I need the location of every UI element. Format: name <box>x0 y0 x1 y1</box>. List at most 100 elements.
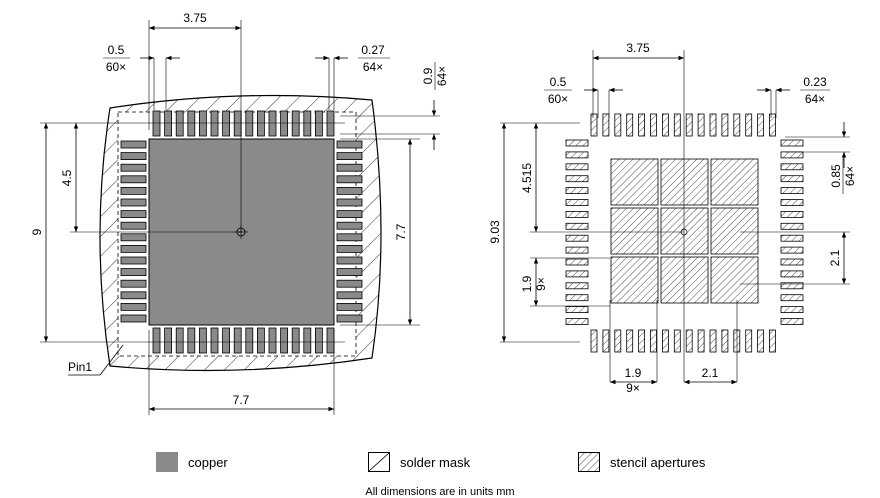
copper-pad <box>291 110 300 137</box>
stencil-pad <box>614 329 622 353</box>
copper-pad <box>336 302 363 311</box>
legend-stencil-swatch <box>578 452 600 472</box>
copper-pad <box>303 327 312 354</box>
r-dim-ap-pitch-count-label: 9× <box>534 277 548 291</box>
copper-pad <box>187 110 196 137</box>
dim-pad-width-label: 7.7 <box>233 393 250 407</box>
stencil-pad <box>638 113 645 137</box>
r-dim-top-span-label: 3.75 <box>626 41 650 55</box>
legend-copper-swatch <box>156 452 178 472</box>
copper-pad <box>336 198 363 207</box>
copper-pad <box>120 198 147 207</box>
stencil-aperture <box>660 207 709 255</box>
stencil-pad <box>745 113 753 137</box>
stencil-pad <box>721 329 729 353</box>
r-dim-width-count-label: 64× <box>805 92 825 106</box>
stencil-pad <box>650 329 657 353</box>
copper-pad <box>120 314 147 323</box>
copper-pad <box>336 163 363 172</box>
stencil-pad <box>590 113 598 137</box>
stencil-pad <box>780 163 804 171</box>
stencil-pad <box>673 113 681 137</box>
stencil-pad <box>614 113 622 137</box>
copper-pad <box>336 175 363 184</box>
legend-solder-mask-swatch <box>368 452 390 472</box>
stencil-pad <box>565 306 589 314</box>
copper-pad <box>120 291 147 300</box>
r-dim-length-label: 0.85 <box>829 164 843 188</box>
stencil-pad <box>780 175 804 183</box>
dim-length-label: 0.9 <box>421 67 435 84</box>
stencil-pad <box>565 187 589 195</box>
stencil-aperture <box>610 256 659 304</box>
copper-pad <box>175 110 184 137</box>
stencil-pad <box>780 210 804 218</box>
stencil-aperture <box>660 256 709 304</box>
copper-pad <box>175 327 184 354</box>
footnote: All dimensions are in units mm <box>365 486 515 498</box>
copper-pad <box>336 279 363 288</box>
copper-pad <box>291 327 300 354</box>
stencil-pad <box>565 163 589 171</box>
dim-pitch-label: 0.5 <box>108 43 125 57</box>
copper-pad <box>336 186 363 195</box>
stencil-pad <box>565 294 589 302</box>
copper-pad <box>336 268 363 277</box>
copper-pad <box>120 279 147 288</box>
copper-pad <box>120 244 147 253</box>
copper-pad <box>336 140 363 149</box>
stencil-aperture <box>710 256 759 304</box>
stencil-pad <box>769 113 776 137</box>
stencil-pad <box>697 329 705 353</box>
stencil-pad <box>565 151 589 159</box>
legend-copper-label: copper <box>188 454 228 470</box>
r-dim-length-count-label: 64× <box>843 166 857 186</box>
copper-pad <box>120 256 147 265</box>
copper-pad <box>336 244 363 253</box>
r-dim-bottom-ap-label: 2.1 <box>702 366 719 380</box>
stencil-pad <box>780 306 804 314</box>
stencil-pad <box>780 222 804 230</box>
copper-pad <box>280 110 289 137</box>
stencil-pad <box>780 199 804 206</box>
r-dim-full-height-label: 9.03 <box>488 220 502 244</box>
stencil-aperture <box>710 207 759 255</box>
r-dim-pitch-label: 0.5 <box>550 75 567 89</box>
copper-pad <box>210 110 219 137</box>
copper-pad <box>164 327 173 354</box>
stencil-pad <box>780 318 804 325</box>
stencil-pad <box>721 113 729 137</box>
copper-pad <box>152 110 161 137</box>
copper-pad <box>120 302 147 311</box>
stencil-pad <box>565 270 589 278</box>
r-dim-bottom-pitch-label: 1.9 <box>625 366 642 380</box>
r-dim-bottom-pitch-count-label: 9× <box>626 381 640 395</box>
copper-pad <box>336 221 363 230</box>
stencil-pad <box>565 246 589 254</box>
dim-length-count-label: 64× <box>435 66 449 86</box>
r-dim-half-height-label: 4.515 <box>520 163 534 193</box>
dim-pad-height-label: 7.7 <box>394 223 408 240</box>
stencil-pad <box>602 113 610 137</box>
stencil-pad <box>565 199 589 206</box>
stencil-pad <box>638 329 645 353</box>
copper-pad <box>268 327 277 354</box>
copper-pad <box>280 327 289 354</box>
copper-pad <box>336 233 363 242</box>
stencil-pad <box>662 113 669 137</box>
copper-pad <box>187 327 196 354</box>
stencil-pad <box>745 329 753 353</box>
pin1-label: Pin1 <box>68 360 92 374</box>
stencil-pad <box>673 329 681 353</box>
r-dim-ap-pitch-label: 1.9 <box>520 275 534 292</box>
stencil-pad <box>565 258 589 266</box>
stencil-pad <box>565 175 589 183</box>
copper-pad <box>210 327 219 354</box>
stencil-pad <box>565 222 589 230</box>
stencil-pad <box>590 329 598 353</box>
copper-pad <box>120 221 147 230</box>
r-dim-pitch-count-label: 60× <box>548 92 568 106</box>
copper-pad <box>120 152 147 161</box>
stencil-pad <box>780 234 804 242</box>
stencil-pad <box>565 234 589 242</box>
